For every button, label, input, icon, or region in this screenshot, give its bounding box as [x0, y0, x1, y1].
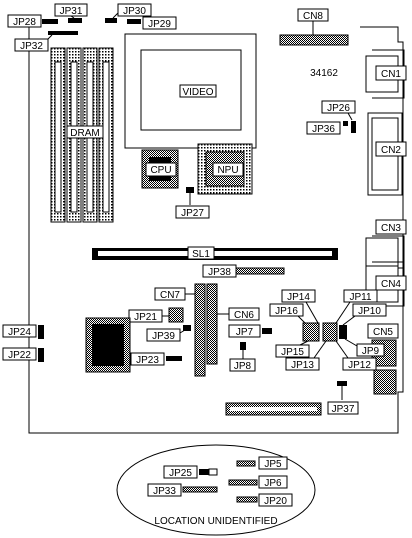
- cn2-label: CN2: [381, 145, 401, 156]
- jp38-jumper: JP38: [202, 264, 285, 278]
- jp15-jumper: JP15: [275, 340, 310, 358]
- jp33-label: JP33: [153, 486, 176, 497]
- jp22-label: JP22: [8, 350, 31, 361]
- jp14-label: JP14: [287, 292, 310, 303]
- jp5-label: JP5: [264, 459, 282, 470]
- cn1-label: CN1: [381, 69, 401, 80]
- jp10-jumper: JP10: [342, 303, 387, 326]
- jp6-jumper: JP6: [228, 475, 288, 489]
- sl1-label: SL1: [192, 249, 210, 260]
- jp29-jumper: JP29: [127, 16, 177, 30]
- cpu-chip: CPU: [141, 149, 179, 189]
- unidentified-legend: [116, 444, 316, 536]
- cn7-label: CN7: [160, 290, 180, 301]
- jp38-label: JP38: [208, 267, 231, 278]
- jp8-jumper: JP8: [229, 342, 256, 372]
- cpu-label: CPU: [150, 165, 171, 176]
- jp26-label: JP26: [327, 103, 350, 114]
- cn6-connector: CN6: [206, 283, 260, 365]
- jp11-jumper: JP11: [335, 289, 378, 324]
- jp39-jumper: JP39: [146, 325, 191, 342]
- jp7-label: JP7: [236, 327, 254, 338]
- cn3-label: CN3: [381, 223, 401, 234]
- jp31-label: JP31: [60, 6, 83, 17]
- jp36-label: JP36: [312, 124, 335, 135]
- jp16-label: JP16: [275, 306, 298, 317]
- jp9-jumper: JP9: [344, 338, 385, 357]
- jp31-jumper: JP31: [54, 3, 88, 23]
- dram-label: DRAM: [70, 128, 99, 139]
- jp32-jumper: JP32: [14, 31, 78, 52]
- jp36-jumper: JP36: [306, 121, 356, 135]
- jp23-jumper: JP23: [130, 352, 182, 366]
- jp28-label: JP28: [13, 17, 36, 28]
- jp22-jumper: JP22: [2, 347, 44, 362]
- jp37-jumper: JP37: [327, 381, 359, 415]
- jp25-label: JP25: [169, 468, 192, 479]
- cn2-connector: CN2: [367, 112, 407, 196]
- jumper-cluster: [302, 322, 347, 342]
- jp21-jumper: JP21: [128, 307, 184, 323]
- jp28-jumper: JP28: [7, 14, 58, 28]
- jp20-jumper: JP20: [236, 493, 293, 507]
- board-outline: [28, 26, 404, 434]
- jp23-label: JP23: [136, 355, 159, 366]
- sl1-slot: SL1: [92, 246, 338, 260]
- jp12-label: JP12: [348, 360, 371, 371]
- jp7-jumper: JP7: [228, 324, 272, 338]
- cn4-label: CN4: [381, 279, 401, 290]
- cn8-label: CN8: [303, 11, 323, 22]
- jp27-jumper: JP27: [175, 187, 210, 219]
- jp24-label: JP24: [8, 327, 31, 338]
- dram-slots: DRAM: [50, 47, 114, 223]
- npu-label: NPU: [217, 165, 238, 176]
- jp5-jumper: JP5: [236, 456, 288, 470]
- jp37-label: JP37: [332, 404, 355, 415]
- legend-caption: LOCATION UNIDENTIFIED: [154, 516, 277, 527]
- jp29-label: JP29: [148, 19, 171, 30]
- jp26-jumper: JP26: [321, 100, 356, 121]
- video-label: VIDEO: [182, 87, 213, 98]
- jp12-jumper: JP12: [335, 340, 377, 371]
- jp13-jumper: JP13: [285, 340, 327, 371]
- jp11-label: JP11: [349, 292, 371, 303]
- jp32-label: JP32: [20, 41, 43, 52]
- jp14-jumper: JP14: [281, 289, 319, 324]
- jp15-label: JP15: [281, 347, 304, 358]
- jp33-jumper: JP33: [147, 483, 218, 497]
- board-id: 34162: [310, 68, 338, 79]
- jp8-label: JP8: [234, 361, 252, 372]
- cn3-connector: CN3: [365, 219, 407, 269]
- cn5-label: CN5: [373, 327, 393, 338]
- jp20-label: JP20: [264, 496, 287, 507]
- jp24-jumper: JP24: [2, 324, 44, 339]
- jp39-label: JP39: [152, 331, 175, 342]
- npu-chip: NPU: [197, 143, 253, 195]
- cn6-label: CN6: [234, 310, 254, 321]
- jp6-label: JP6: [264, 478, 282, 489]
- cn8-connector: CN8: [279, 8, 349, 46]
- jp30-jumper: JP30: [105, 3, 152, 23]
- jp13-label: JP13: [291, 360, 314, 371]
- jp25-jumper: JP25: [163, 465, 218, 479]
- jp30-label: JP30: [123, 6, 146, 17]
- jp27-label: JP27: [181, 208, 204, 219]
- cn7-connector: CN7: [154, 283, 206, 377]
- jp21-label: JP21: [134, 312, 157, 323]
- jp10-label: JP10: [358, 306, 381, 317]
- cn1-connector: CN1: [365, 49, 407, 99]
- jp16-jumper: JP16: [269, 303, 306, 324]
- jp9-label: JP9: [362, 346, 380, 357]
